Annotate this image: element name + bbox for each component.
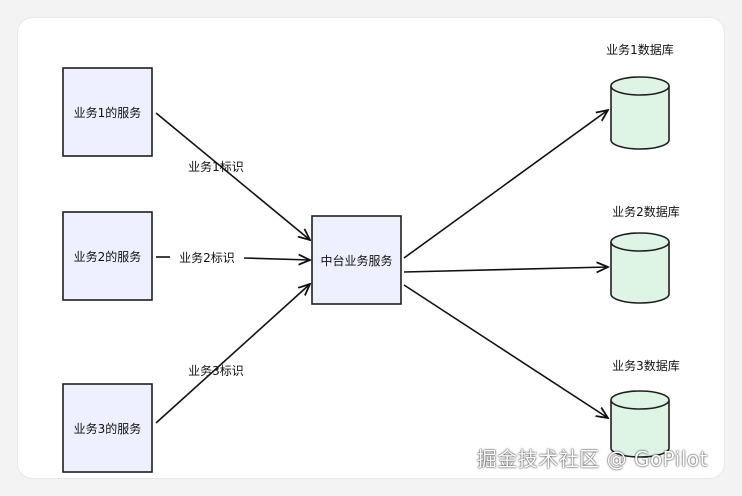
edge-label-id1: 业务1标识 [188,159,244,174]
edge-service2-to-middle [243,258,310,260]
edge-service1-to-middle [155,112,310,240]
service1-label: 业务1的服务 [74,105,142,120]
middle-service-node: 中台业务服务 [311,215,402,305]
edge-service3-to-middle [155,284,310,424]
service3-label: 业务3的服务 [74,421,142,436]
service1-node: 业务1的服务 [62,67,153,157]
service3-node: 业务3的服务 [62,383,153,473]
service2-label: 业务2的服务 [74,249,142,264]
edge-label-id3: 业务3标识 [188,363,244,378]
edge-middle-to-db2 [403,267,608,272]
architecture-diagram: 业务1的服务 业务2的服务 业务3的服务 中台业务服务 业务1标识 业务2标识 … [62,42,680,473]
db1-label: 业务1数据库 [606,42,674,57]
service2-node: 业务2的服务 [62,211,153,301]
watermark-text: 掘金技术社区 @ GoPilot [476,447,708,471]
database1: 业务1数据库 [606,42,674,150]
database2: 业务2数据库 [610,204,680,304]
db2-label: 业务2数据库 [612,204,680,219]
db3-label: 业务3数据库 [612,358,680,373]
database3: 业务3数据库 [610,358,680,458]
middle-service-label: 中台业务服务 [320,253,392,268]
edge-label-id2: 业务2标识 [179,250,235,265]
diagram-canvas: 业务1的服务 业务2的服务 业务3的服务 中台业务服务 业务1标识 业务2标识 … [18,18,724,478]
edge-middle-to-db3 [403,284,608,418]
edge-middle-to-db1 [403,110,608,259]
